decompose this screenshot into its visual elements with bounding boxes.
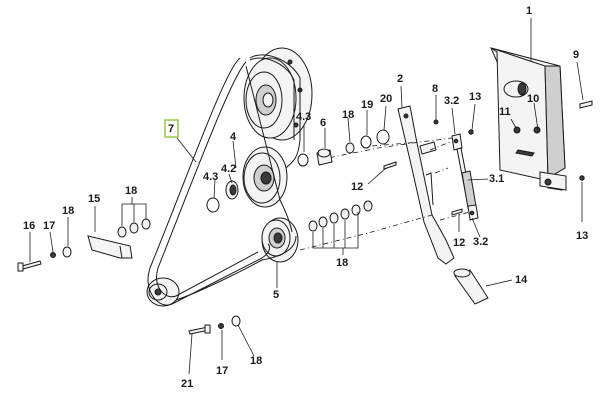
callout-8: 8 bbox=[432, 83, 438, 95]
callout-6: 6 bbox=[320, 117, 326, 129]
callout-14: 14 bbox=[515, 274, 528, 286]
idler-pulley[interactable] bbox=[146, 277, 180, 307]
callout-18b: 18 bbox=[336, 257, 348, 269]
callout-3-2b: 3.2 bbox=[473, 236, 488, 248]
callout-21: 21 bbox=[181, 378, 193, 390]
selected-callout-highlight bbox=[164, 119, 179, 138]
callout-10: 10 bbox=[527, 93, 539, 105]
callout-18a: 18 bbox=[342, 109, 354, 121]
callout-18d: 18 bbox=[62, 205, 74, 217]
callout-15: 15 bbox=[88, 193, 100, 205]
callout-12a: 12 bbox=[351, 181, 363, 193]
part-2-lever[interactable] bbox=[397, 105, 455, 265]
callout-labels: 1 9 10 11 2 8 3.2 13 3.1 3.2 13 12 12 14… bbox=[23, 5, 588, 390]
callout-4: 4 bbox=[230, 131, 237, 143]
assembly-axis-lines bbox=[299, 137, 471, 251]
part-6-bearing[interactable] bbox=[297, 148, 333, 167]
part-7-belt[interactable] bbox=[147, 54, 301, 306]
callout-18c: 18 bbox=[125, 185, 137, 197]
callout-12b: 12 bbox=[453, 237, 465, 249]
callout-13a: 13 bbox=[469, 91, 481, 103]
callout-4-2: 4.2 bbox=[221, 163, 236, 175]
callout-3-2a: 3.2 bbox=[444, 95, 459, 107]
part-14-grip[interactable] bbox=[453, 268, 489, 305]
callout-13b: 13 bbox=[576, 230, 588, 242]
callout-2: 2 bbox=[397, 73, 403, 85]
part-3-gas-spring[interactable] bbox=[451, 133, 479, 221]
washers-and-rings[interactable] bbox=[62, 129, 390, 327]
callout-3-1: 3.1 bbox=[489, 173, 504, 185]
part-1-bracket[interactable] bbox=[490, 47, 567, 191]
callout-17a: 17 bbox=[43, 220, 55, 232]
callout-5: 5 bbox=[273, 289, 279, 301]
part-15-bracket[interactable] bbox=[87, 235, 133, 259]
callout-20: 20 bbox=[380, 93, 392, 105]
callout-17b: 17 bbox=[216, 365, 228, 377]
top-pulley[interactable] bbox=[243, 47, 313, 141]
callout-7: 7 bbox=[168, 123, 174, 135]
leader-lines bbox=[29, 18, 584, 375]
callout-11: 11 bbox=[499, 106, 511, 118]
callout-19: 19 bbox=[361, 99, 373, 111]
callout-18e: 18 bbox=[250, 355, 262, 367]
callout-16: 16 bbox=[23, 220, 35, 232]
callout-9: 9 bbox=[573, 49, 579, 61]
callout-4-3a: 4.3 bbox=[203, 171, 218, 183]
part-5-pulley[interactable] bbox=[261, 217, 299, 263]
bolts-and-nuts[interactable] bbox=[17, 100, 593, 335]
callout-4-3b: 4.3 bbox=[296, 111, 311, 123]
callout-1: 1 bbox=[526, 5, 532, 17]
